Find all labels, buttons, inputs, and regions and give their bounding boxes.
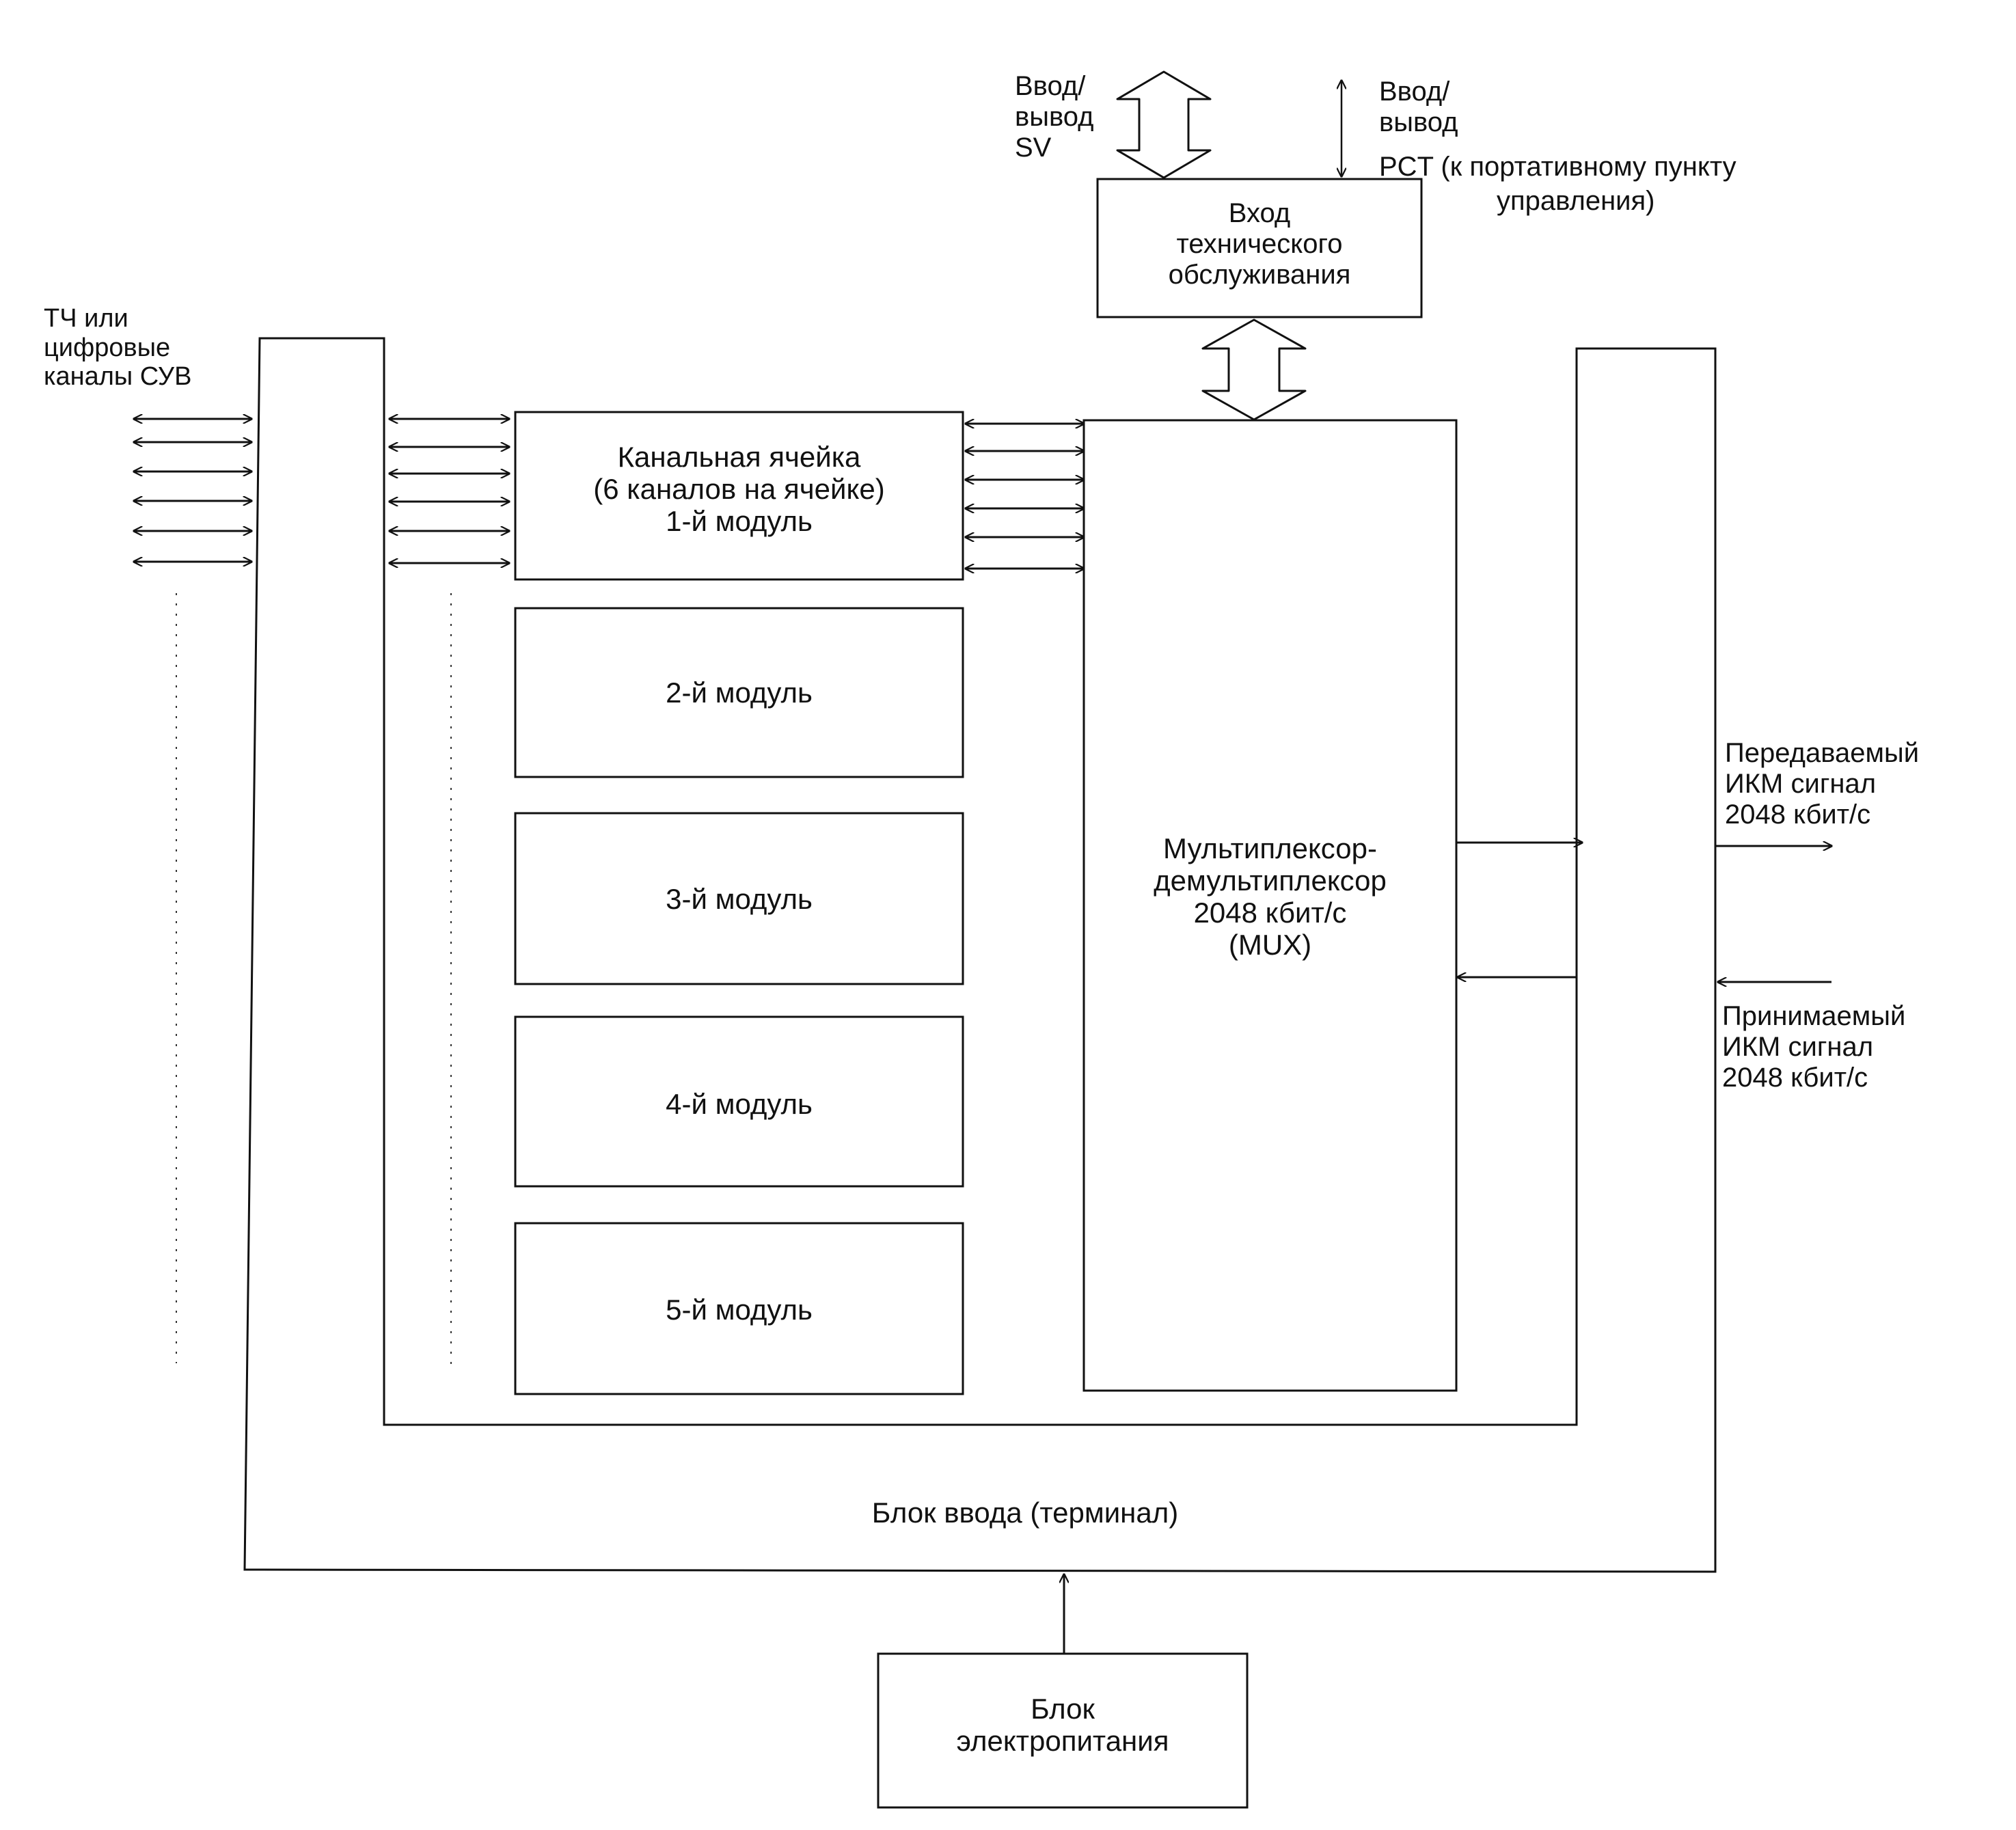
maintenance-input-box	[1096, 178, 1423, 318]
channels-label: ТЧ или цифровые каналы СУВ	[44, 304, 192, 392]
tx-signal-label: Передаваемый ИКМ сигнал 2048 кбит/с	[1725, 738, 1920, 830]
pct-io-label: Ввод/ вывод	[1379, 77, 1458, 137]
module-3-box	[514, 812, 964, 985]
maintenance-input-label: Вход технического обслуживания	[1168, 198, 1351, 290]
mux-box	[1082, 419, 1458, 1392]
sv-io-hollow-arrow	[1116, 70, 1212, 179]
maintenance-mux-hollow-arrow	[1201, 318, 1307, 421]
module-4-label: 4-й модуль	[666, 1088, 813, 1120]
module-5-box	[514, 1222, 964, 1395]
channel-cell-label: Канальная ячейка (6 каналов на ячейке) 1…	[593, 441, 885, 538]
mux-label: Мультиплексор- демультиплексор 2048 кбит…	[1154, 832, 1387, 961]
module-2-label: 2-й модуль	[666, 677, 813, 709]
power-block-box	[877, 1652, 1249, 1809]
channel-inputs-arrows	[134, 419, 251, 562]
input-block-outer-outline	[243, 337, 1717, 1573]
module-2-box	[514, 607, 964, 778]
module-3-label: 3-й модуль	[666, 883, 813, 915]
module-5-label: 5-й модуль	[666, 1294, 813, 1326]
cell-mux-arrows	[966, 424, 1084, 569]
cell-inputs-arrows	[390, 419, 509, 563]
input-block-label: Блок ввода (терминал)	[871, 1497, 1179, 1529]
module-4-box	[514, 1015, 964, 1188]
pct-io-label-line2: PCT (к портативному пункту	[1379, 152, 1736, 182]
pct-io-label-line3: управления)	[1497, 186, 1655, 216]
channel-cell-box	[514, 411, 964, 581]
rx-signal-label: Принимаемый ИКМ сигнал 2048 кбит/с	[1722, 1001, 1906, 1093]
power-block-label: Блок электропитания	[956, 1693, 1169, 1758]
sv-io-label: Ввод/ вывод SV	[1015, 71, 1094, 163]
